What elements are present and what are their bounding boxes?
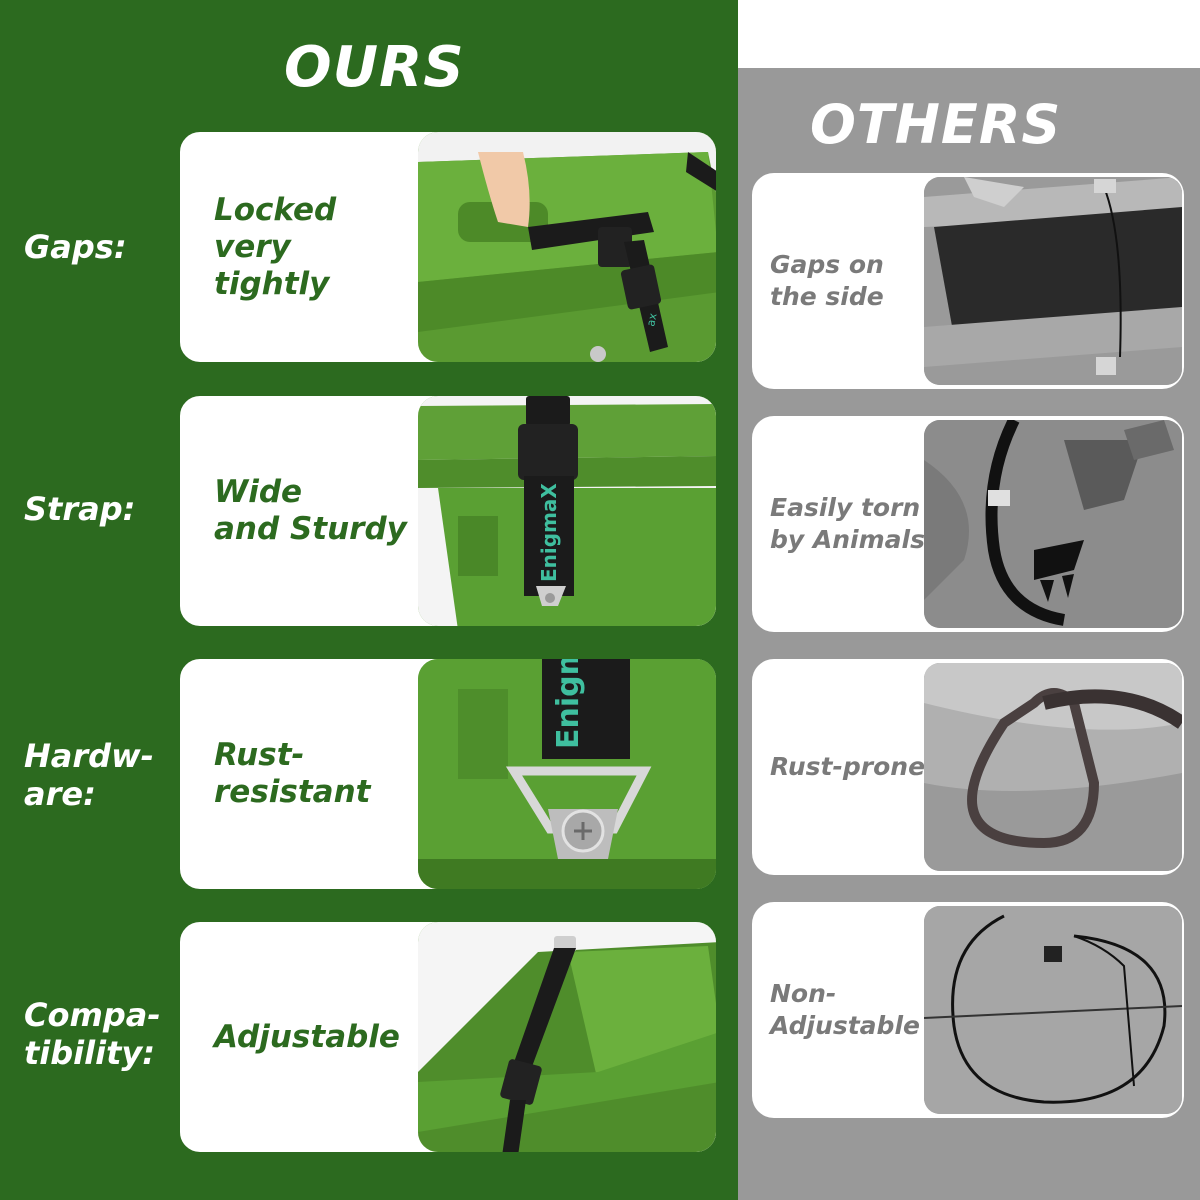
torn-bungee-photo (924, 420, 1182, 628)
adjustable-strap-photo (418, 922, 716, 1152)
bin-lid-locked-photo: ax (418, 132, 716, 362)
ours-card-hardware: Rust- resistant EnigmaX (178, 657, 718, 891)
ours-card-strap: Wide and Sturdy EnigmaX (178, 394, 718, 628)
others-text-gaps: Gaps on the side (770, 250, 884, 311)
ours-text-strap: Wide and Sturdy (214, 474, 407, 547)
svg-text:EnigmaX: EnigmaX (551, 659, 586, 749)
others-card-strap: Easily torn by Animals (752, 416, 1184, 632)
loose-cord-photo (924, 906, 1182, 1114)
others-card-compatibility: Non- Adjustable (752, 902, 1184, 1118)
ours-text-hardware: Rust- resistant (214, 737, 371, 810)
row-label-gaps: Gaps: (24, 228, 127, 266)
ours-heading: OURS (284, 35, 465, 100)
others-text-hardware: Rust-prone (770, 752, 926, 781)
svg-text:EnigmaX: EnigmaX (537, 483, 561, 582)
svg-text:ax: ax (644, 311, 660, 327)
others-card-gaps: Gaps on the side (752, 173, 1184, 389)
row-label-strap: Strap: (24, 490, 136, 528)
ours-text-gaps: Locked very tightly (214, 191, 337, 302)
ours-card-gaps: Locked very tightly ax (178, 130, 718, 364)
top-right-blank (738, 0, 1200, 68)
others-text-strap: Easily torn by Animals (770, 493, 925, 554)
ours-text-compatibility: Adjustable (214, 1018, 400, 1055)
others-text-compatibility: Non- Adjustable (770, 979, 920, 1040)
bin-side-strap-photo: EnigmaX (418, 396, 716, 626)
row-label-hardware: Hardw- are: (24, 737, 154, 813)
ours-card-compatibility: Adjustable (178, 920, 718, 1154)
steel-ring-hardware-photo: EnigmaX (418, 659, 716, 889)
row-label-compatibility: Compa- tibility: (24, 996, 161, 1072)
rusty-hook-photo (924, 663, 1182, 871)
others-card-hardware: Rust-prone (752, 659, 1184, 875)
others-heading: OTHERS (810, 93, 1062, 156)
gray-bin-gap-photo (924, 177, 1182, 385)
